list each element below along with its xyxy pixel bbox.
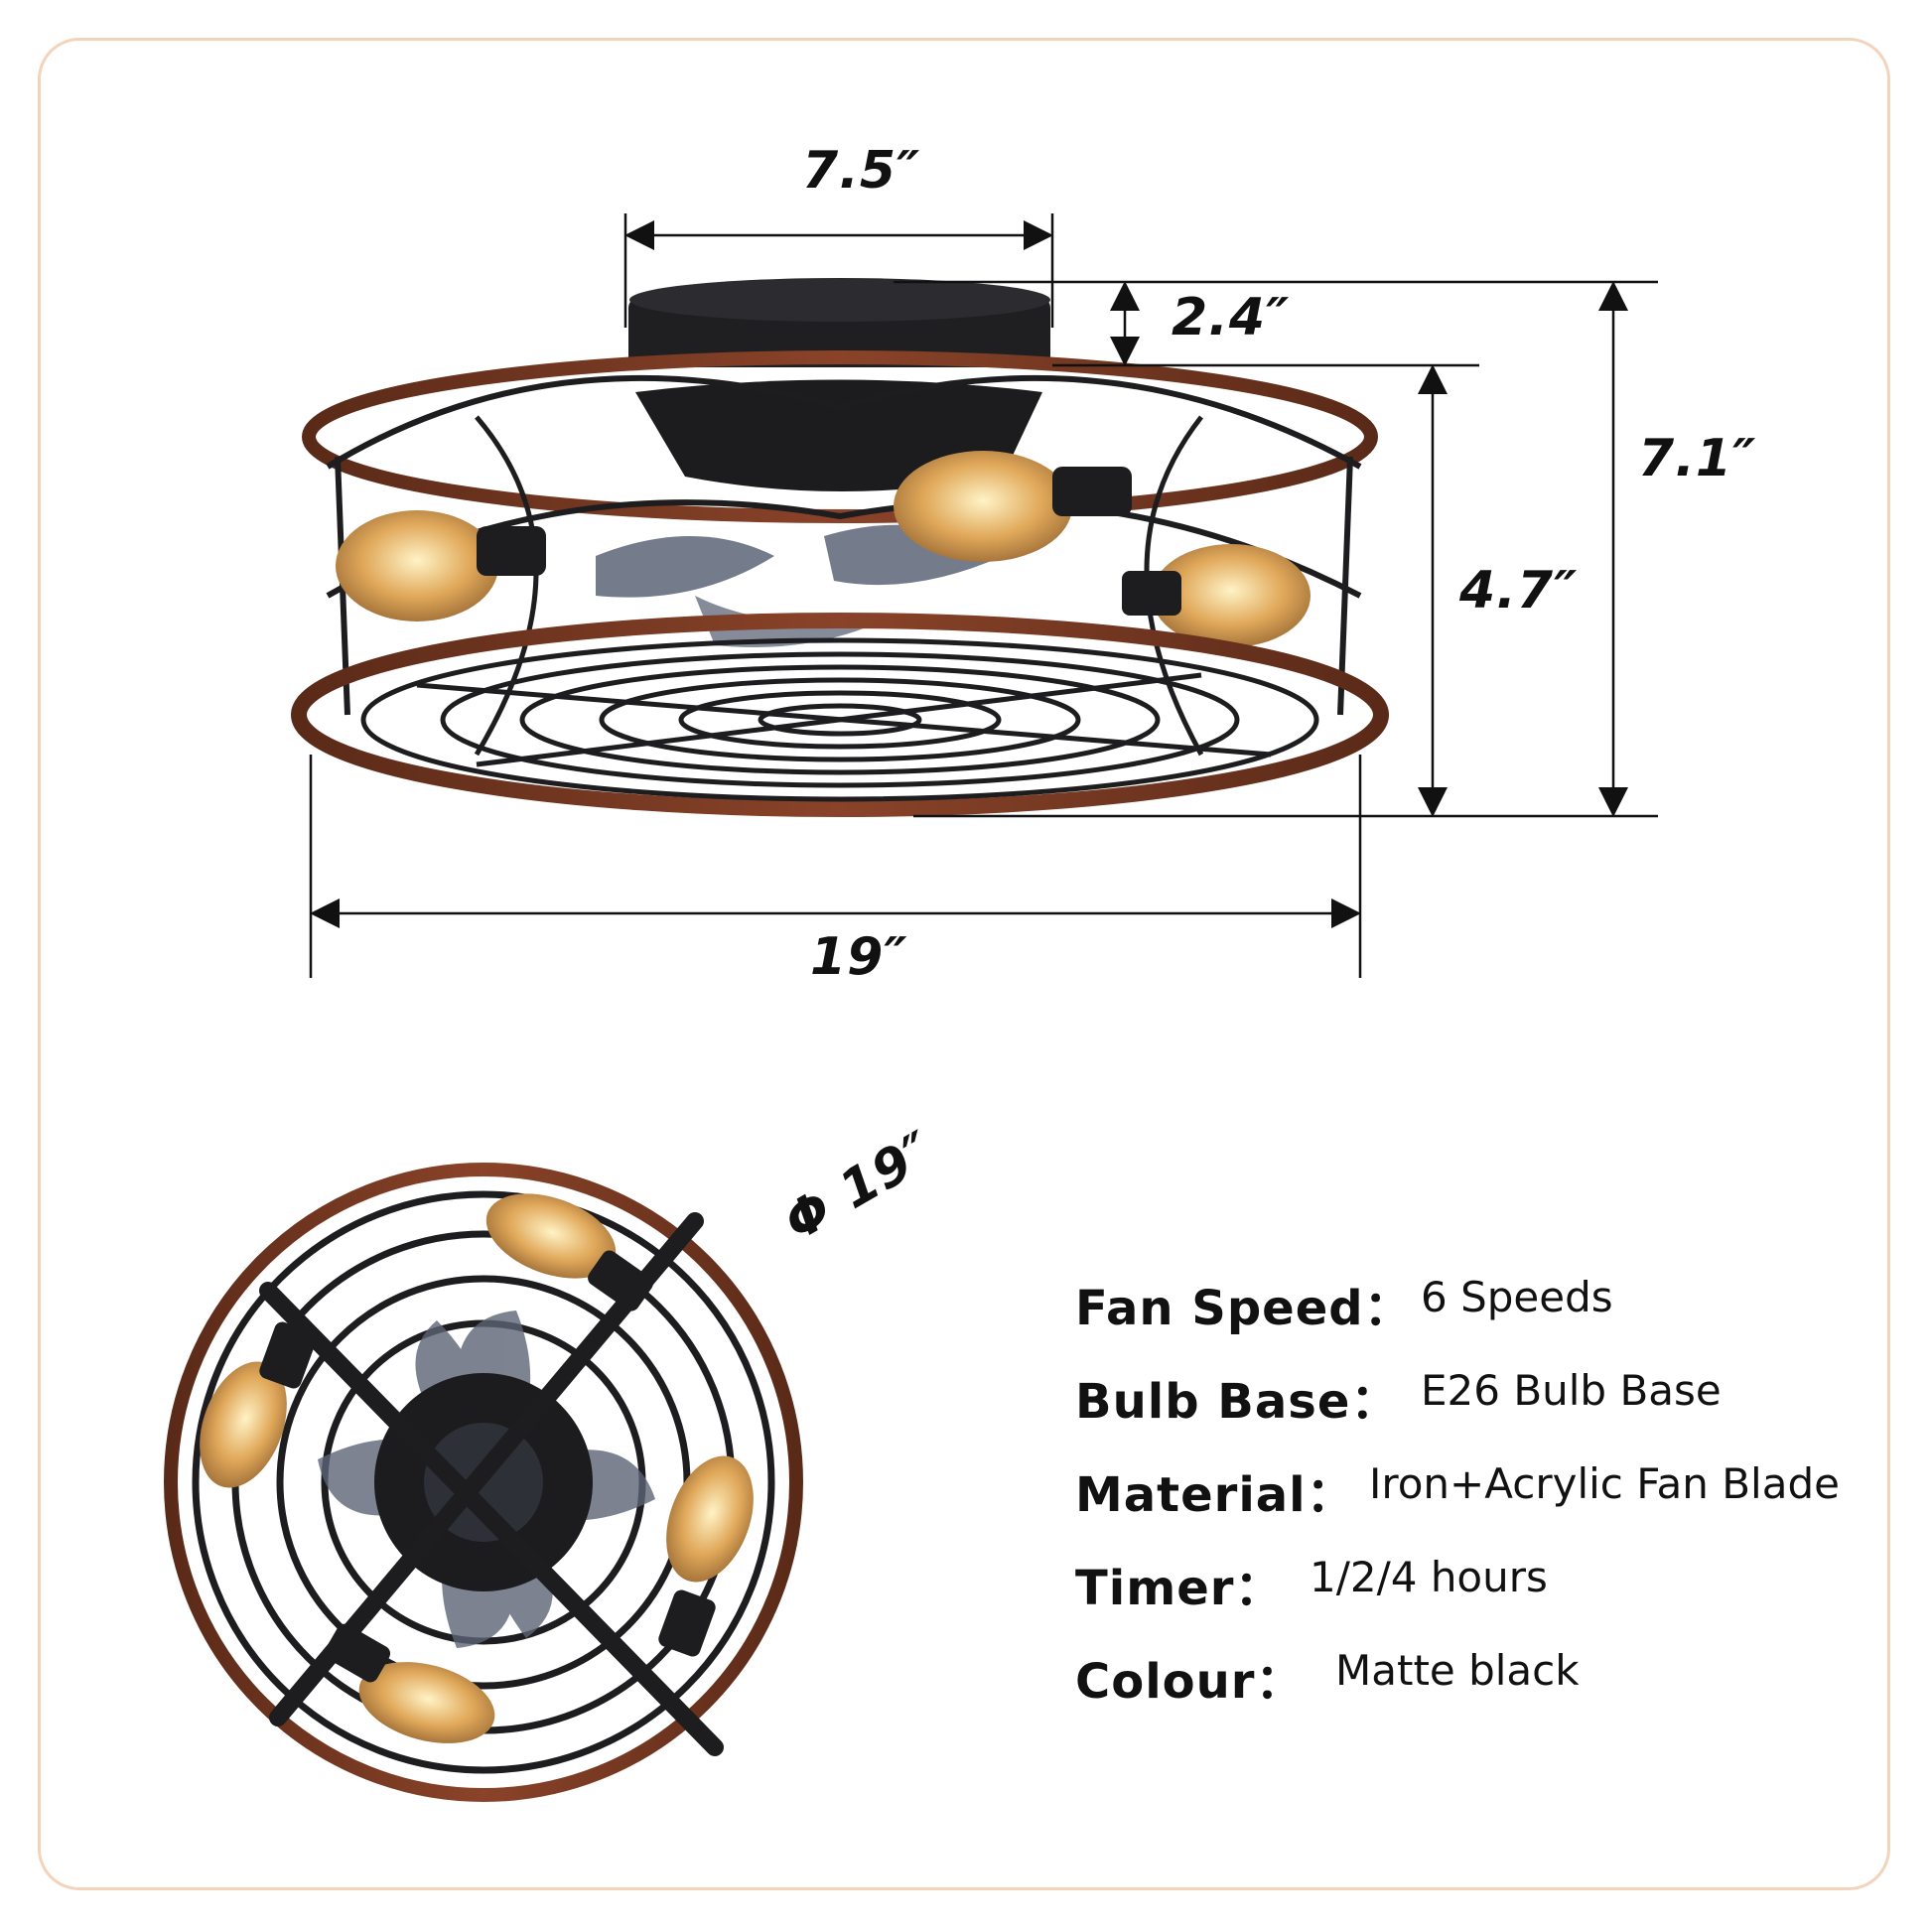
spec-value: Matte black xyxy=(1335,1646,1580,1695)
spec-row-material: Material： Iron+Acrylic Fan Blade xyxy=(1075,1455,1889,1549)
spec-label: Bulb Base： xyxy=(1075,1374,1400,1430)
fan-blade xyxy=(596,536,774,598)
top-width-label: 7.5″ xyxy=(802,141,921,201)
lower-wood-ring xyxy=(291,613,1389,817)
cage-height-label: 4.7″ xyxy=(1459,561,1579,621)
canopy-top xyxy=(629,278,1050,322)
bulb xyxy=(894,451,1072,562)
spec-row-timer: Timer： 1/2/4 hours xyxy=(1075,1549,1889,1642)
outer-wood-ring xyxy=(164,1163,803,1802)
dimension-lines xyxy=(309,213,1658,978)
image-frame xyxy=(38,38,1890,1890)
spec-label: Colour： xyxy=(1075,1654,1305,1710)
spec-label: Fan Speed： xyxy=(1075,1281,1413,1336)
spec-label: Material： xyxy=(1075,1467,1355,1523)
spec-row-fan-speed: Fan Speed： 6 Speeds xyxy=(1075,1269,1889,1362)
spec-value: 1/2/4 hours xyxy=(1310,1553,1548,1601)
total-height-label: 7.1″ xyxy=(1638,429,1757,488)
spec-list: Fan Speed： 6 Speeds Bulb Base： E26 Bulb … xyxy=(1075,1269,1889,1735)
spec-label: Timer： xyxy=(1075,1561,1284,1616)
side-view-fan xyxy=(291,278,1389,817)
spec-value: 6 Speeds xyxy=(1421,1273,1613,1321)
bottom-grill xyxy=(360,637,1319,802)
top-bulbs xyxy=(200,1193,754,1743)
bulb-socket xyxy=(1052,467,1132,516)
spec-row-bulb-base: Bulb Base： E26 Bulb Base xyxy=(1075,1362,1889,1455)
width-label: 19″ xyxy=(810,927,908,987)
bulb-socket xyxy=(477,526,546,576)
top-view-fan xyxy=(164,1163,803,1802)
bulb-socket xyxy=(1122,571,1181,616)
bulb xyxy=(336,510,498,621)
canopy-height-label: 2.4″ xyxy=(1172,288,1291,347)
cage-wire xyxy=(326,374,1362,470)
spec-value: E26 Bulb Base xyxy=(1421,1366,1722,1415)
spec-row-colour: Colour： Matte black xyxy=(1075,1642,1889,1735)
spec-value: Iron+Acrylic Fan Blade xyxy=(1369,1459,1840,1508)
bulb xyxy=(1152,544,1311,647)
